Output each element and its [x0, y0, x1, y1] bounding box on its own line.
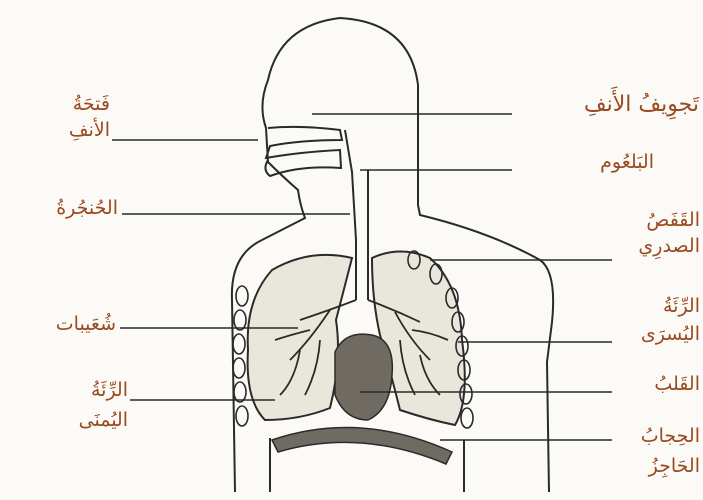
nasal-opening-label-line1: فَتحَةُ — [38, 94, 110, 116]
right-lung-label-line1: الرِّئَةُ — [30, 380, 128, 402]
left-lung-label-line1: الرِّئَةُ — [598, 296, 700, 318]
nasal-opening-label-line2: الأنفِ — [38, 120, 110, 142]
nose-mouth-outline — [265, 127, 342, 176]
diaphragm-label-line2: الحَاجِزُ — [598, 456, 700, 478]
bronchioles-label: شُعَيبات — [8, 314, 116, 336]
rib-cage-label-line1: القَفَصُ — [598, 210, 700, 232]
right-lung-label-line2: اليُمنَى — [30, 410, 128, 432]
nasal-cavity-label: تَجوِيفُ الأَنفِ — [514, 92, 699, 117]
diaphragm-shape — [272, 428, 452, 465]
heart-shape — [335, 334, 392, 420]
larynx-label: الحُنجُرةُ — [10, 198, 118, 220]
diaphragm-label-line1: الحِجابُ — [598, 426, 700, 448]
left-lung-label-line2: اليُسرَى — [598, 324, 700, 346]
ribs-right-side — [233, 286, 248, 426]
pharynx-label: البَلعُوم — [514, 152, 654, 174]
rib-cage-label-line2: الصدرِي — [598, 236, 700, 258]
heart-label: القَلبُ — [598, 374, 700, 396]
